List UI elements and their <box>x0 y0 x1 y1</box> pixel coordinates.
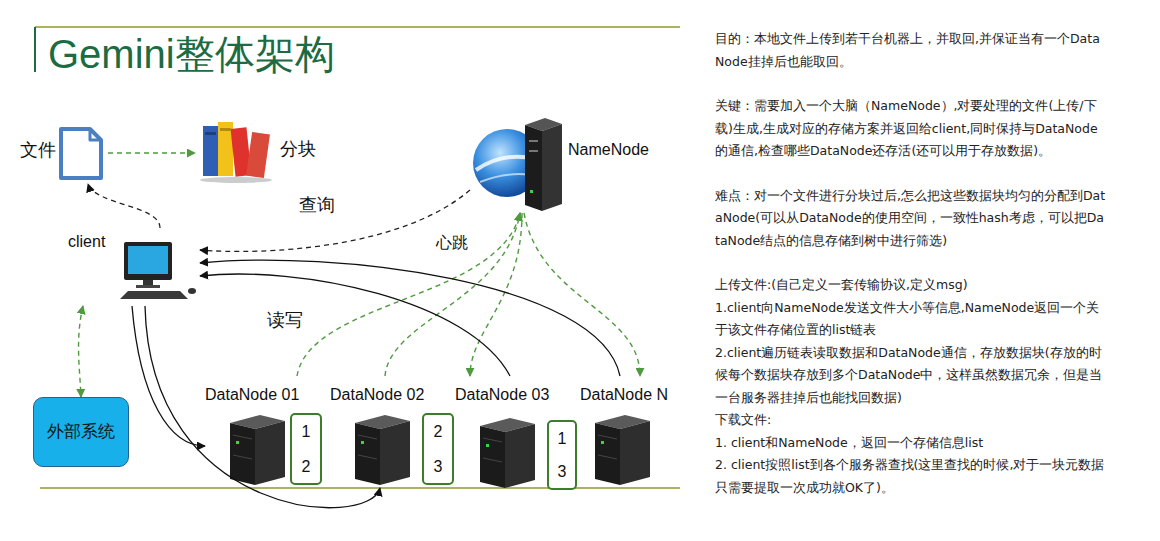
note-paragraph: 难点：对一个文件进行分块过后,怎么把这些数据块均匀的分配到DataNode(可以… <box>715 185 1107 253</box>
block-number: 2 <box>302 457 311 476</box>
server-icon <box>230 415 285 485</box>
block-number: 3 <box>558 462 567 481</box>
note-paragraph: 关键：需要加入一个大脑（NameNode）,对要处理的文件(上传/下载)生成,生… <box>715 95 1107 163</box>
note-paragraph: 2. client按照list到各个服务器查找(这里查找的时候,对于一块元数据只… <box>715 454 1107 499</box>
slide-rule <box>35 26 680 28</box>
node-label: 分块 <box>280 139 316 161</box>
dashed-connector <box>200 190 470 251</box>
block-box: 13 <box>547 420 577 490</box>
query-label: 查询 <box>298 195 336 217</box>
heartbeat-label: 心跳 <box>435 233 469 252</box>
client-node: client <box>65 228 200 306</box>
datanode-node: DataNode N <box>580 376 680 488</box>
box-label: 外部系统 <box>47 422 115 442</box>
file-icon <box>61 129 101 178</box>
books-icon <box>200 122 272 183</box>
server-icon <box>480 418 535 488</box>
file-node: 文件 <box>18 122 108 184</box>
server-icon <box>595 415 650 485</box>
notes-panel: 目的：本地文件上传到若干台机器上，并取回,并保证当有一个DataNode挂掉后也… <box>715 28 1107 499</box>
datanode-node: DataNode 03 <box>455 376 555 488</box>
external-system-box: 外部系统 <box>33 397 129 467</box>
node-label: DataNode 03 <box>455 385 549 404</box>
slide-rule <box>40 487 680 489</box>
dashed-connector <box>108 152 195 153</box>
blocks-node: 分块 <box>195 115 320 185</box>
readwrite-label: 读写 <box>266 310 304 332</box>
node-label: client <box>68 232 105 251</box>
note-paragraph: 1.client向NameNode发送文件大小等信息,NameNode返回一个关… <box>715 297 1107 342</box>
note-paragraph: 1. client和NameNode，返回一个存储信息list <box>715 432 1107 455</box>
dashed-connector <box>524 213 640 376</box>
dashed-connector <box>385 213 520 376</box>
note-paragraph: 上传文件:(自己定义一套传输协议,定义msg) <box>715 274 1107 297</box>
block-number: 3 <box>434 457 443 476</box>
namenode-icon <box>473 118 562 211</box>
slide-accent <box>34 27 36 72</box>
slide-title: Gemini整体架构 <box>48 30 335 78</box>
block-box: 12 <box>290 413 322 485</box>
block-number: 2 <box>434 422 443 441</box>
node-label: NameNode <box>568 140 649 159</box>
solid-connector <box>145 306 380 508</box>
block-number: 1 <box>302 422 311 441</box>
note-paragraph: 2.client遍历链表读取数据和DataNode通信，存放数据块(存放的时候每… <box>715 342 1107 410</box>
solid-connector <box>200 260 620 376</box>
note-paragraph: 目的：本地文件上传到若干台机器上，并取回,并保证当有一个DataNode挂掉后也… <box>715 28 1107 73</box>
namenode-node: NameNode <box>470 118 665 213</box>
dashed-connector <box>88 184 160 228</box>
node-label: DataNode 01 <box>205 385 299 404</box>
server-icon <box>355 415 410 485</box>
computer-icon <box>120 242 196 299</box>
block-box: 23 <box>422 413 454 485</box>
note-paragraph: 下载文件: <box>715 409 1107 432</box>
dashed-connector <box>79 306 83 397</box>
node-label: DataNode N <box>580 385 668 404</box>
dashed-connector <box>297 213 520 376</box>
node-label: DataNode 02 <box>330 385 424 404</box>
solid-connector <box>132 306 205 446</box>
block-number: 1 <box>558 429 567 448</box>
solid-connector <box>200 274 510 376</box>
datanode-node: DataNode 02 <box>330 376 430 488</box>
node-label: 文件 <box>20 140 56 162</box>
